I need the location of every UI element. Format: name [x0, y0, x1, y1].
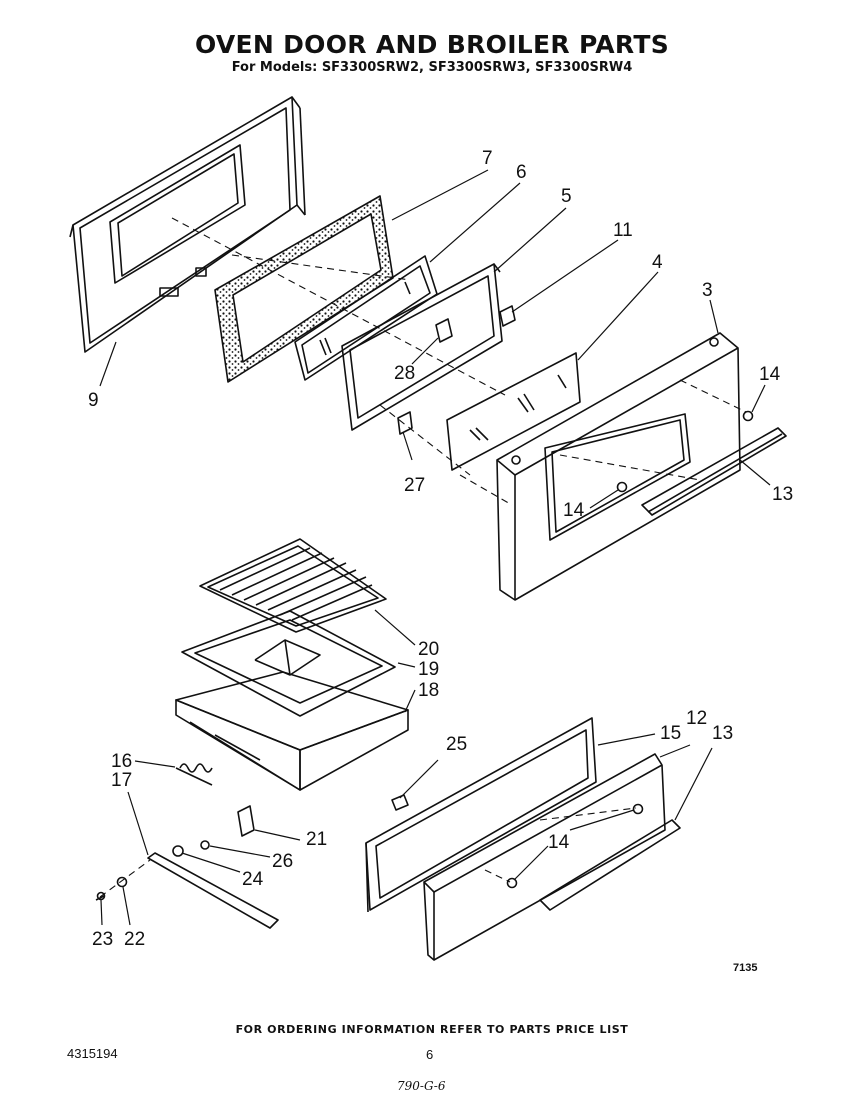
model-list: For Models: SF3300SRW2, SF3300SRW3, SF33…: [231, 60, 633, 75]
callout-21: 21: [306, 829, 327, 850]
part-number: 4315194: [67, 1046, 118, 1061]
callout-14-top: 14: [759, 364, 781, 385]
callout-14-mid: 14: [563, 500, 585, 521]
page-number: 6: [426, 1047, 434, 1062]
spacer-14-bottom-right-part: [632, 803, 644, 815]
callout-28: 28: [394, 363, 415, 384]
screw-23-part: [95, 891, 106, 901]
clip-25-part: [391, 794, 409, 811]
screw-26-part: [200, 840, 210, 850]
spacer-14-mid-part: [616, 481, 628, 493]
rail-17-part: [147, 852, 279, 929]
callout-5: 5: [561, 186, 572, 207]
callout-15: 15: [660, 723, 681, 744]
page-title: OVEN DOOR AND BROILER PARTS: [194, 30, 670, 59]
broiler-pan-insert-part: [181, 610, 396, 717]
broiler-grid-part: [199, 538, 387, 633]
drawer-inner-panel-part: [365, 717, 597, 913]
callout-20: 20: [418, 639, 439, 660]
clip-27-part: [397, 411, 413, 435]
callout-3: 3: [702, 280, 713, 301]
spacer-14-bottom-left-part: [506, 877, 518, 889]
drawer-front-panel-part: [423, 753, 666, 961]
callout-14-bottom: 14: [548, 832, 570, 853]
callout-12: 12: [686, 708, 707, 729]
callout-18: 18: [418, 680, 439, 701]
spacer-14-top-part: [742, 410, 754, 422]
washer-24-part: [172, 845, 184, 857]
broiler-pan-part: [175, 671, 409, 791]
clip-28-part: [435, 318, 453, 343]
spring-16-part: [175, 763, 213, 786]
callout-25: 25: [446, 734, 467, 755]
nut-22-part: [116, 876, 128, 888]
callout-7: 7: [482, 148, 493, 169]
callout-13-bottom: 13: [712, 723, 733, 744]
drawing-code: 7135: [733, 962, 758, 974]
callout-16: 16: [111, 751, 132, 772]
callout-26: 26: [272, 851, 293, 872]
callout-17: 17: [111, 770, 132, 791]
door-handle-top-part: [641, 427, 787, 516]
callout-22: 22: [124, 929, 145, 950]
callout-23: 23: [92, 929, 113, 950]
callout-27: 27: [404, 475, 425, 496]
callout-19: 19: [418, 659, 439, 680]
outer-door-panel-part: [496, 332, 741, 601]
callout-9: 9: [88, 390, 99, 411]
handwritten-note: 790-G-6: [397, 1079, 446, 1093]
leader-lines: [99, 169, 771, 926]
callout-6: 6: [516, 162, 527, 183]
oven-glass-part: [446, 352, 581, 471]
bracket-21-part: [237, 805, 255, 837]
callout-24: 24: [242, 869, 264, 890]
callout-labels: 7 6 5 11 4 3 14 9 28 27 14 13 20 19 18 1…: [88, 148, 793, 950]
clip-11-part: [499, 305, 516, 327]
window-frame-part: [341, 263, 503, 431]
callout-11: 11: [613, 220, 633, 241]
ordering-note: FOR ORDERING INFORMATION REFER TO PARTS …: [235, 1023, 629, 1036]
drawer-handle-part: [539, 819, 681, 911]
inner-door-panel-part: [69, 96, 306, 353]
callout-13-top: 13: [772, 484, 793, 505]
callout-4: 4: [652, 252, 663, 273]
